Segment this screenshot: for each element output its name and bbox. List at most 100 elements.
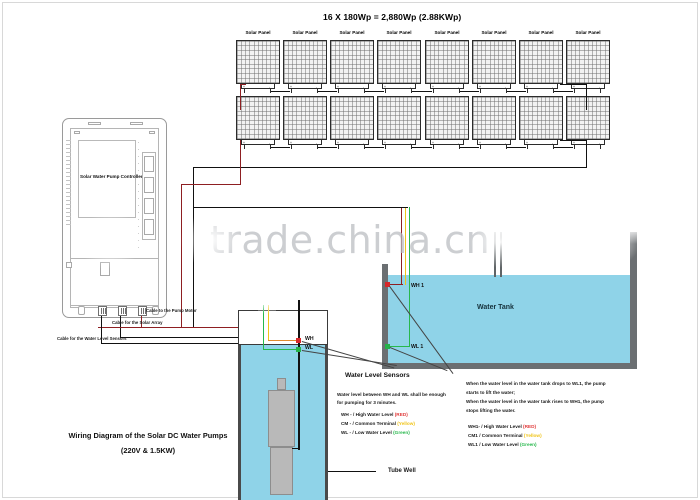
solar-panel-junction-box — [477, 140, 511, 145]
operation-legend-color: (Yellow) — [523, 433, 542, 438]
tank-wire-green — [409, 207, 411, 347]
cable-gland-2 — [118, 306, 127, 316]
controller-terminal-slot — [144, 219, 154, 235]
watermark-blob-4 — [580, 216, 640, 268]
solar-panel-terminal — [411, 89, 413, 93]
panel-minus-sign: - — [552, 140, 554, 145]
solar-panel — [330, 40, 374, 84]
solar-panel-label: Solar Panel — [292, 30, 318, 35]
controller-blank-gland-left — [78, 306, 85, 315]
controller-vent-slot — [66, 180, 71, 181]
operation-legend-row: WH1- / High Water Level (RED) — [468, 424, 536, 429]
well-wall-left — [238, 310, 241, 500]
panel-plus-sign: + — [337, 140, 339, 145]
solar-panel-terminal — [411, 145, 413, 149]
solar-panel-junction-box — [335, 140, 369, 145]
operation-legend-code: WH1- — [468, 424, 482, 429]
tank-marker-wh1 — [385, 282, 390, 287]
controller-terminal-slot — [144, 177, 154, 193]
controller-screw-dot — [138, 212, 140, 214]
panel-series-link — [365, 147, 384, 149]
controller-screw-dot — [138, 149, 140, 151]
solar-panel-terminal — [338, 89, 340, 93]
controller-vent-slot — [66, 188, 71, 189]
solar-panel-junction-box — [571, 84, 605, 89]
tank-floor — [382, 363, 637, 369]
sensor-legend-desc: / Common Terminal — [352, 421, 398, 426]
solar-panel-terminal — [385, 145, 387, 149]
controller-vent-slot — [66, 224, 71, 225]
sensor-legend-code: CM - — [341, 421, 353, 426]
controller-vent-slot — [66, 208, 71, 209]
solar-panel-junction-box — [430, 84, 464, 89]
operation-line2: starts to lift the water; — [466, 390, 515, 395]
sensor-legend-desc: / High Water Level — [352, 412, 395, 417]
watermark: trade.china.cn — [209, 218, 491, 262]
controller-vent-slot — [66, 184, 71, 185]
solar-panel-label: Solar Panel — [434, 30, 460, 35]
controller-top-slot-right — [130, 122, 143, 125]
solar-panel-terminal — [506, 89, 508, 93]
solar-panel-terminal — [553, 89, 555, 93]
solar-cable-vertical — [141, 316, 143, 328]
well-wire-green — [263, 305, 265, 350]
well-wire-orange-branch — [268, 340, 300, 342]
well-sensor-tag-wh: WH — [305, 336, 314, 342]
solar-panel-terminal — [317, 145, 319, 149]
main-title-line1: Wiring Diagram of the Solar DC Water Pum… — [68, 431, 228, 440]
solar-panel-terminal — [385, 89, 387, 93]
panel-plus-sign: + — [526, 84, 528, 89]
solar-panel — [283, 96, 327, 140]
panel-series-link — [271, 147, 290, 149]
controller-vent-slot — [66, 156, 71, 157]
panel-plus-sign: + — [337, 84, 339, 89]
well-wall-right — [325, 310, 328, 500]
tank-wire-red-branch — [388, 284, 403, 286]
panel-minus-sign: - — [363, 84, 365, 89]
solar-panel — [236, 40, 280, 84]
solar-panel-terminal — [244, 89, 246, 93]
sensor-legend-row: CM - / Common Terminal (Yellow) — [341, 421, 415, 426]
solar-panel-terminal — [600, 89, 602, 93]
pump-riser-elbow — [292, 448, 300, 450]
solar-panel-terminal — [527, 89, 529, 93]
panel-plus-sign: + — [290, 140, 292, 145]
solar-panel — [519, 40, 563, 84]
solar-panel-junction-box — [288, 84, 322, 89]
array-link-bottom — [560, 140, 587, 142]
solar-panel-terminal — [600, 145, 602, 149]
panel-plus-sign: + — [243, 84, 245, 89]
solar-panel-terminal — [459, 145, 461, 149]
solar-panel-junction-box — [430, 140, 464, 145]
panel-series-link — [365, 91, 384, 93]
panel-minus-sign: - — [552, 84, 554, 89]
controller-vent-slot — [66, 148, 71, 149]
well-head-box — [238, 310, 328, 345]
controller-vent-slot — [66, 204, 71, 205]
main-title-line2: (220V & 1.5KW) — [120, 446, 176, 455]
array-positive-run — [181, 184, 241, 186]
watermark-blob-2 — [180, 212, 242, 268]
controller-screw-dot — [138, 163, 140, 165]
operation-legend-desc: / Low Water Level — [479, 442, 520, 447]
solar-panel-junction-box — [288, 140, 322, 145]
controller-vent-slot — [66, 140, 71, 141]
watermark-blob-3 — [470, 216, 530, 268]
panel-series-link — [507, 91, 526, 93]
solar-panel-terminal — [574, 89, 576, 93]
controller-screw-dot — [138, 198, 140, 200]
solar-panel-junction-box — [571, 140, 605, 145]
tank-water-body — [388, 275, 630, 363]
solar-panel-label: Solar Panel — [245, 30, 271, 35]
array-positive-jump — [240, 84, 242, 110]
operation-legend-color: (RED) — [523, 424, 537, 429]
controller-screw-dot — [138, 184, 140, 186]
controller-screw-dot — [138, 219, 140, 221]
panel-series-link — [554, 147, 573, 149]
panel-minus-sign: - — [363, 140, 365, 145]
controller-vent-slot — [66, 216, 71, 217]
sensor-block-heading: Water Level Sensors — [345, 372, 410, 379]
well-wire-yellow — [268, 305, 270, 340]
